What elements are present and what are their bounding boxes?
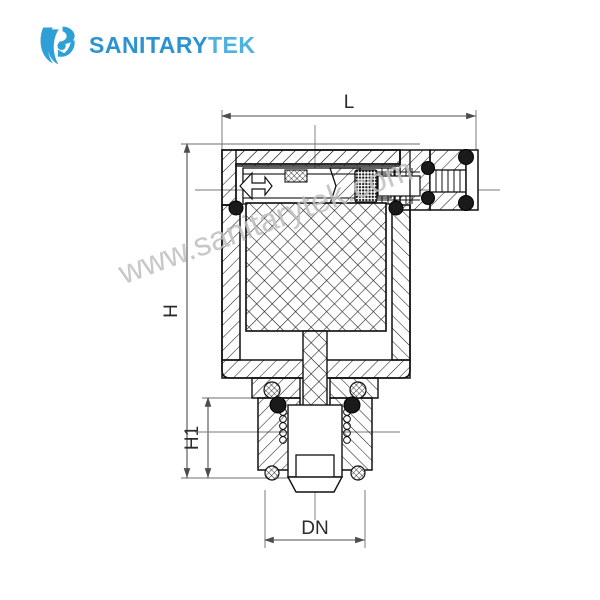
o-ring-lower-left xyxy=(269,396,287,414)
o-ring-body-left xyxy=(228,200,244,216)
dimension-H: H xyxy=(161,142,191,478)
gasket-lower-right xyxy=(350,465,366,481)
gasket-lower-left xyxy=(264,465,280,481)
dimension-H1-label: H1 xyxy=(182,426,203,450)
brand-name-part1: SANITARY xyxy=(89,31,208,58)
dimension-L: L xyxy=(220,92,476,120)
extension-lines xyxy=(181,110,477,548)
dimension-H-label: H xyxy=(161,304,182,318)
dimension-DN: DN xyxy=(263,518,365,544)
o-ring-seals xyxy=(228,149,474,216)
o-ring-body-right xyxy=(388,200,404,216)
flow-arrow-icon xyxy=(239,171,273,201)
brand-header: SANITARYTEK xyxy=(34,22,256,68)
o-ring-upper-right-bottom xyxy=(458,195,474,211)
threaded-outlet-port xyxy=(409,149,479,211)
lower-seals xyxy=(263,381,367,481)
gasket-left xyxy=(263,381,281,399)
dimension-L-label: L xyxy=(344,92,355,113)
gasket-right xyxy=(349,381,367,399)
o-ring-upper-right-top xyxy=(458,149,474,165)
brand-name: SANITARYTEK xyxy=(89,31,256,58)
brand-name-part2: TEK xyxy=(208,31,256,58)
o-ring-lower-right xyxy=(343,396,361,414)
o-ring-mid-right-top xyxy=(421,161,435,175)
dimension-H1: H1 xyxy=(182,396,212,478)
sanitarytek-wave-s-logo-icon xyxy=(40,26,75,65)
o-ring-mid-right-bottom xyxy=(421,191,435,205)
dimension-DN-label: DN xyxy=(301,518,328,539)
